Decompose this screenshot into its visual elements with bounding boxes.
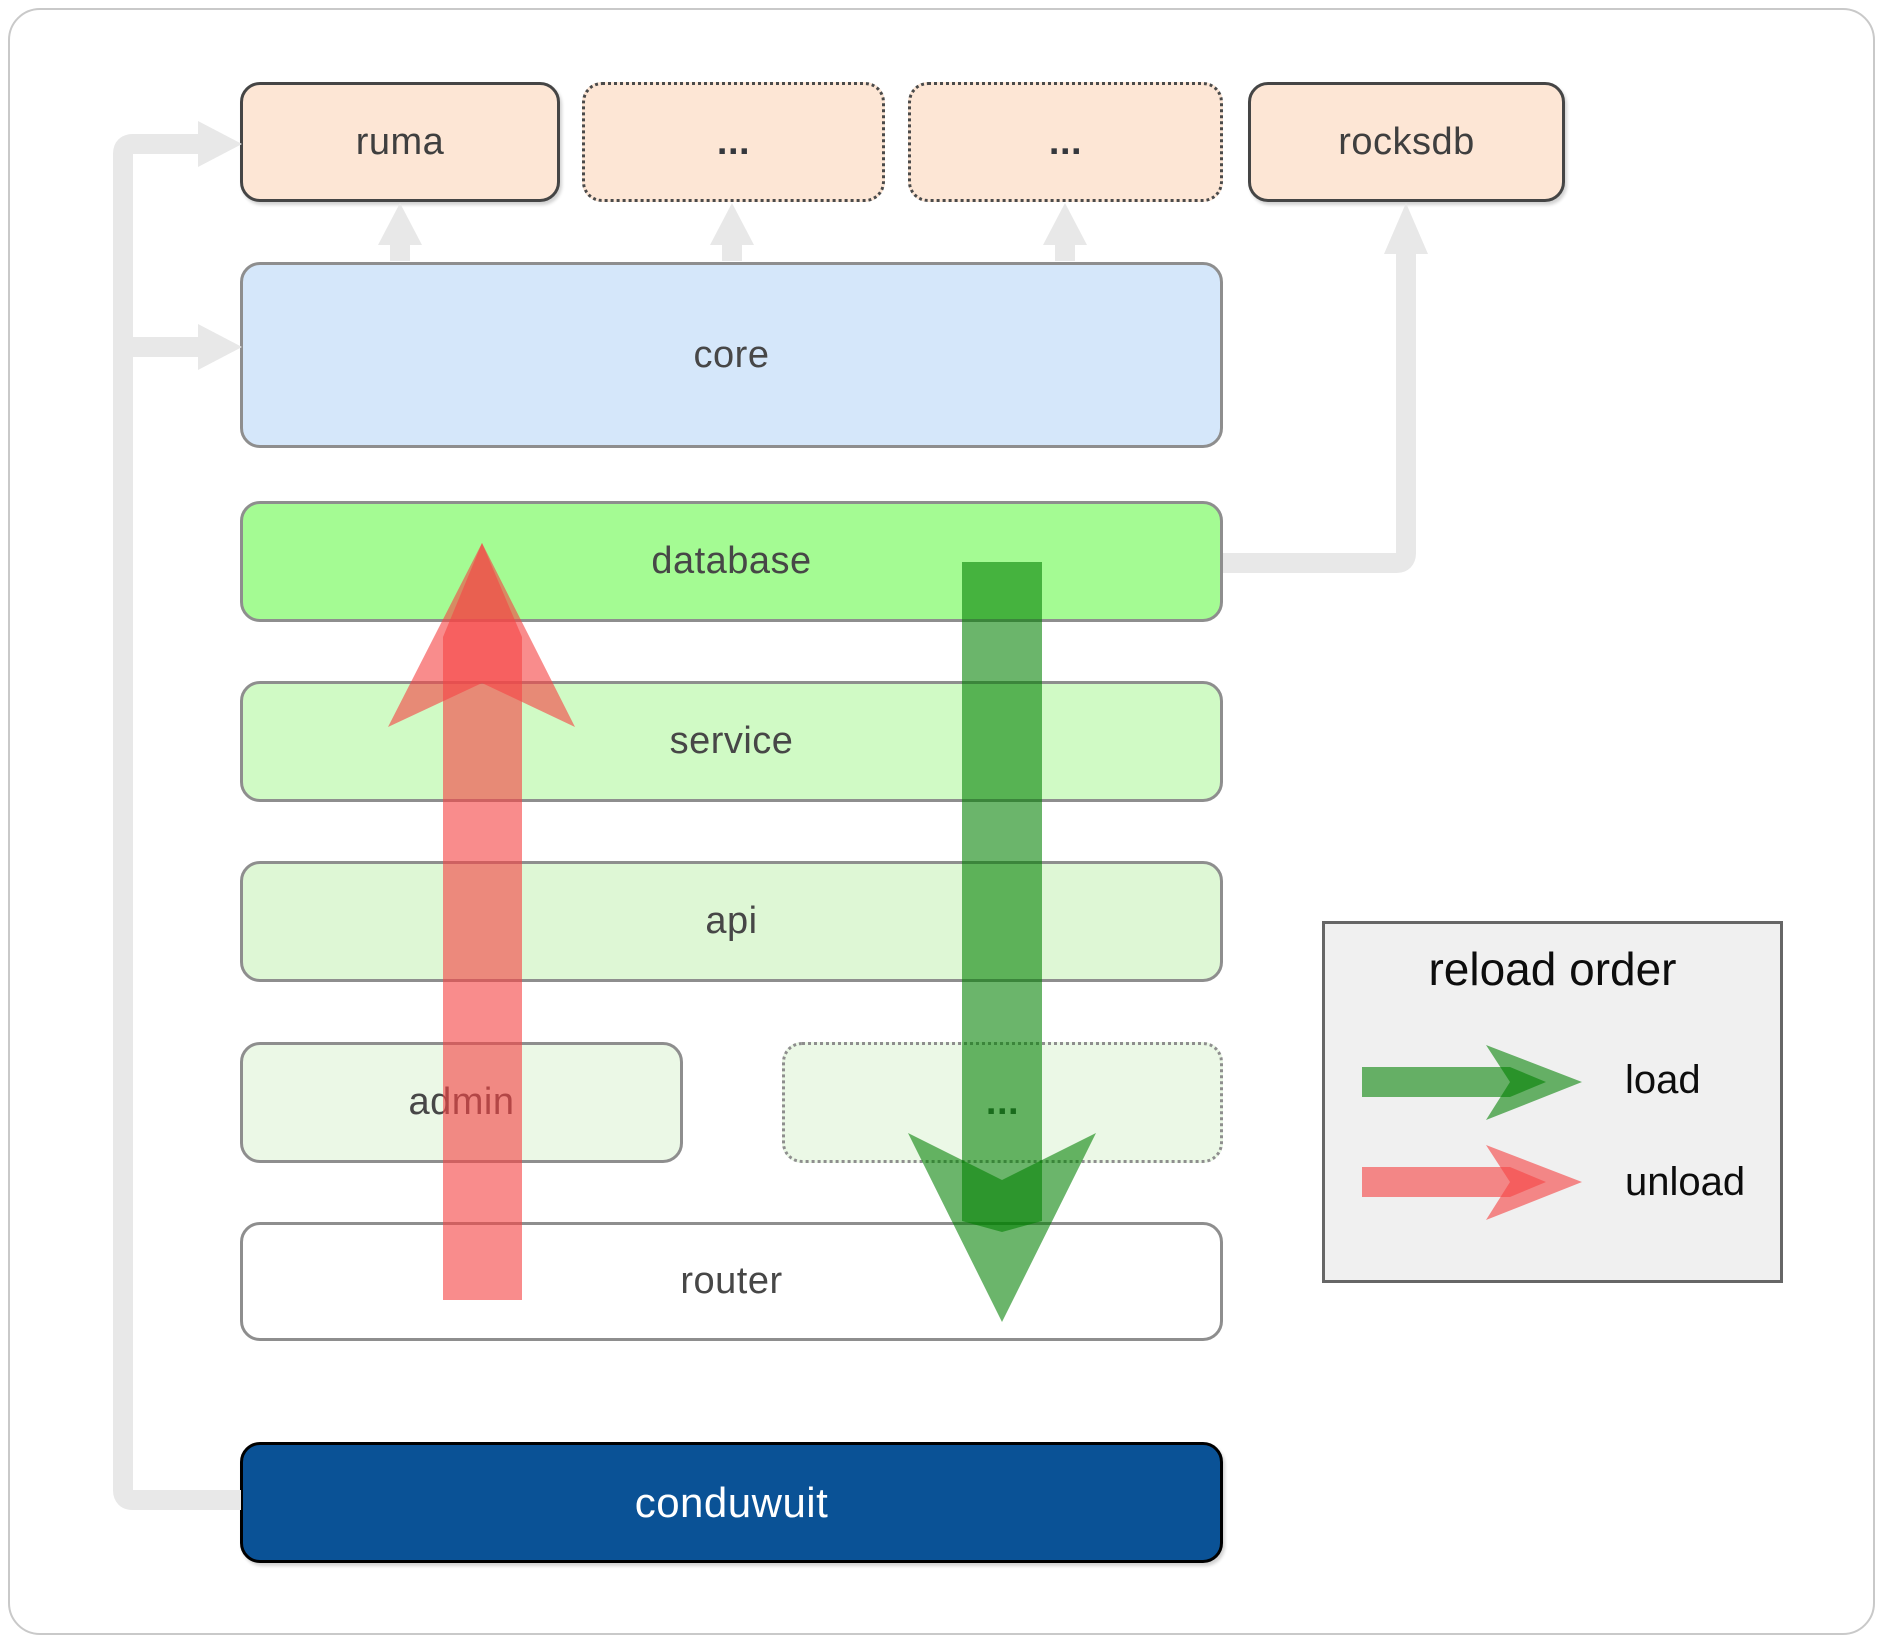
- node-ruma: ruma: [240, 82, 560, 202]
- node-api-label: api: [705, 900, 758, 942]
- node-admin: admin: [240, 1042, 683, 1163]
- node-service: service: [240, 681, 1223, 802]
- node-ellipsis-admin: ...: [782, 1042, 1223, 1163]
- diagram-frame: [8, 8, 1875, 1635]
- node-ellipsis-top-1: ...: [582, 82, 885, 202]
- node-admin-label: admin: [408, 1081, 515, 1123]
- node-core: core: [240, 262, 1223, 448]
- node-core-label: core: [693, 333, 770, 376]
- node-database-label: database: [651, 540, 812, 582]
- node-conduwuit: conduwuit: [240, 1442, 1223, 1563]
- node-service-label: service: [669, 720, 794, 762]
- legend-unload-label: unload: [1625, 1160, 1746, 1204]
- node-conduwuit-label: conduwuit: [634, 1478, 829, 1526]
- node-router-label: router: [680, 1260, 783, 1302]
- node-ellipsis-top-2: ...: [908, 82, 1223, 202]
- node-api: api: [240, 861, 1223, 982]
- node-ruma-label: ruma: [355, 120, 445, 163]
- node-ellipsis-top-1-label: ...: [716, 120, 751, 163]
- node-rocksdb: rocksdb: [1248, 82, 1565, 202]
- node-rocksdb-label: rocksdb: [1338, 120, 1475, 163]
- node-ellipsis-admin-label: ...: [985, 1081, 1020, 1123]
- legend-load-label: load: [1625, 1058, 1701, 1102]
- node-ellipsis-top-2-label: ...: [1048, 120, 1083, 163]
- node-router: router: [240, 1222, 1223, 1341]
- legend-title: reload order: [1428, 943, 1677, 995]
- node-database: database: [240, 501, 1223, 622]
